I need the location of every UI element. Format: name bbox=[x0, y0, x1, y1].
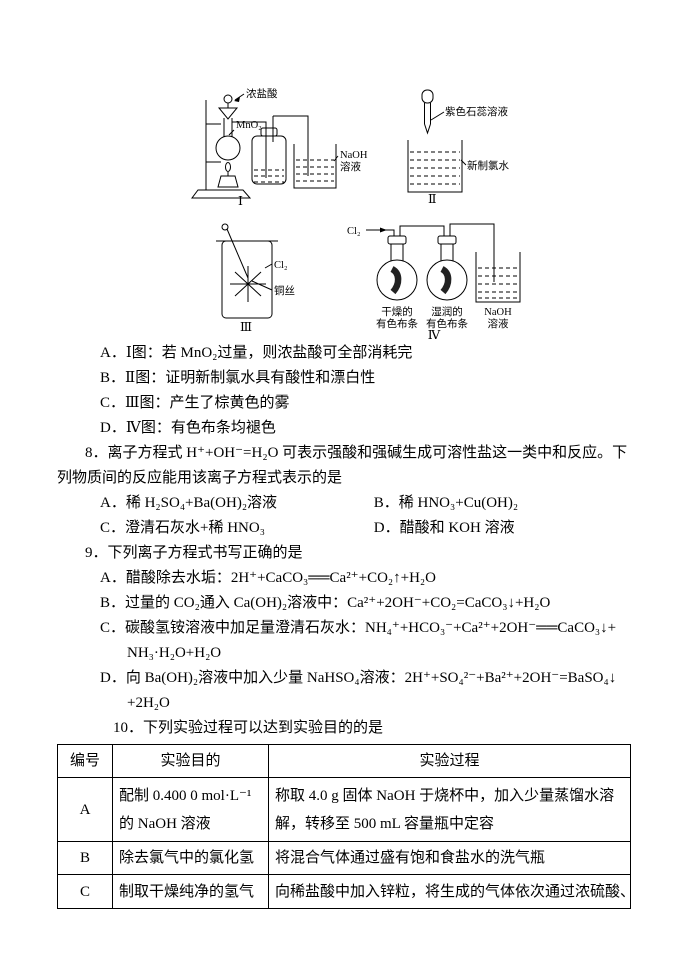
q8-option-d: D．醋酸和 KOH 溶液 bbox=[373, 520, 515, 536]
copper-wire bbox=[226, 228, 249, 279]
alcohol-lamp bbox=[217, 162, 239, 188]
q8-stem-line2: 列物质间的反应能用该离子方程式表示的是 bbox=[57, 470, 343, 486]
label-wet-cloth: 湿润的 bbox=[431, 305, 463, 318]
table-header-row: 编号 实验目的 实验过程 bbox=[57, 744, 631, 778]
spark-burst bbox=[230, 266, 266, 302]
cloth-strip bbox=[390, 266, 402, 295]
row-a-process: 称取 4.0 g 固体 NaOH 于烧杯中，加入少量蒸馏水溶解，转移至 500 … bbox=[268, 777, 631, 842]
figure-4-numeral: Ⅳ bbox=[428, 328, 441, 340]
row-a-id: A bbox=[57, 777, 113, 842]
beaker bbox=[475, 252, 521, 303]
figure-2-apparatus: 紫色石蕊溶液 新制氯水 Ⅱ bbox=[407, 89, 509, 206]
label-cl2: Cl₂ bbox=[274, 260, 288, 271]
beaker bbox=[293, 144, 337, 189]
label-naoh-2: 溶液 bbox=[488, 317, 509, 330]
row-b-id: B bbox=[57, 841, 113, 875]
label-copper-wire: 铜丝 bbox=[274, 285, 295, 297]
figure-3-numeral: Ⅲ bbox=[240, 320, 252, 334]
q7-option-d: D．Ⅳ图：有色布条均褪色 bbox=[100, 420, 276, 436]
label-naoh: NaOH bbox=[484, 307, 512, 318]
q7-option-b: B．Ⅱ图：证明新制氯水具有酸性和漂白性 bbox=[100, 370, 376, 386]
connect-tube bbox=[399, 225, 445, 236]
q7-option-c: C．Ⅲ图：产生了棕黄色的雾 bbox=[100, 395, 290, 411]
q10-stem: 10．下列实验过程可以达到实验目的的是 bbox=[113, 720, 384, 736]
label-naoh-2: 溶液 bbox=[340, 160, 361, 173]
table-row-a: A 配制 0.400 0 mol·L⁻¹的 NaOH 溶液 称取 4.0 g 固… bbox=[57, 777, 631, 842]
table-row-c: C 制取干燥纯净的氢气 向稀盐酸中加入锌粒，将生成的气体依次通过浓硫酸、 bbox=[57, 874, 631, 909]
question-text-block: A．Ⅰ图：若 MnO₂过量，则浓盐酸可全部消耗完 B．Ⅱ图：证明新制氯水具有酸性… bbox=[0, 341, 684, 741]
outlet-tube bbox=[449, 223, 495, 282]
figure-1-apparatus: 浓盐酸 MnO₂ NaOH 溶液 Ⅰ bbox=[191, 87, 368, 208]
gas-bottle-wet bbox=[426, 235, 468, 301]
iron-stand bbox=[191, 100, 252, 199]
figure-1-numeral: Ⅰ bbox=[238, 194, 243, 208]
label-cl2: Cl₂ bbox=[347, 226, 361, 237]
q7-option-a: A．Ⅰ图：若 MnO₂过量，则浓盐酸可全部消耗完 bbox=[100, 345, 413, 361]
row-c-purpose: 制取干燥纯净的氢气 bbox=[112, 874, 269, 909]
q9-option-a: A．醋酸除去水垢：2H⁺+CaCO₃══Ca²⁺+CO₂↑+H₂O bbox=[100, 570, 436, 586]
q9-stem: 9．下列离子方程式书写正确的是 bbox=[85, 545, 303, 561]
col-header-id: 编号 bbox=[57, 744, 113, 778]
dropper bbox=[421, 89, 434, 135]
round-flask bbox=[215, 118, 241, 161]
label-hcl: 浓盐酸 bbox=[246, 87, 278, 100]
cloth-strip bbox=[440, 266, 452, 295]
wire-handle bbox=[221, 223, 229, 231]
row-c-process: 向稀盐酸中加入锌粒，将生成的气体依次通过浓硫酸、 bbox=[268, 874, 631, 909]
label-chlorine-water: 新制氯水 bbox=[467, 159, 509, 172]
q9-option-d-line2: +2H₂O bbox=[127, 695, 170, 711]
q9-option-c-line1: C．碳酸氢铵溶液中加足量澄清石灰水：NH₄⁺+HCO₃⁻+Ca²⁺+2OH⁻══… bbox=[100, 620, 617, 636]
q8-options-row1: A．稀 H₂SO₄+Ba(OH)₂溶液 B．稀 HNO₃+Cu(OH)₂ bbox=[100, 491, 684, 516]
gas-washing-bottle bbox=[251, 116, 287, 185]
q8-option-c: C．澄清石灰水+稀 HNO₃ bbox=[100, 520, 265, 536]
row-a-purpose: 配制 0.400 0 mol·L⁻¹的 NaOH 溶液 bbox=[112, 777, 269, 842]
delivery-tube-2 bbox=[273, 115, 309, 176]
figure-2-numeral: Ⅱ bbox=[428, 192, 437, 206]
inlet-tube bbox=[366, 229, 395, 236]
q8-options-row2: C．澄清石灰水+稀 HNO₃ D．醋酸和 KOH 溶液 bbox=[100, 516, 684, 541]
dropping-funnel bbox=[217, 94, 239, 120]
q9-option-b: B．过量的 CO₂通入 Ca(OH)₂溶液中：Ca²⁺+2OH⁻+CO₂=CaC… bbox=[100, 595, 551, 611]
label-wet-cloth-2: 有色布条 bbox=[426, 317, 468, 330]
gas-bottle-dry bbox=[376, 235, 418, 301]
table-row-b: B 除去氯气中的氯化氢 将混合气体通过盛有饱和食盐水的洗气瓶 bbox=[57, 841, 631, 875]
arrowhead-icon bbox=[380, 227, 387, 233]
label-dry-cloth-2: 有色布条 bbox=[376, 317, 418, 330]
row-b-process: 将混合气体通过盛有饱和食盐水的洗气瓶 bbox=[268, 841, 631, 875]
delivery-tube bbox=[232, 121, 267, 178]
q8-option-b: B．稀 HNO₃+Cu(OH)₂ bbox=[373, 495, 519, 511]
q8-option-a: A．稀 H₂SO₄+Ba(OH)₂溶液 bbox=[100, 495, 278, 511]
q9-option-c-line2: NH₃·H₂O+H₂O bbox=[127, 645, 222, 661]
row-c-id: C bbox=[57, 874, 113, 909]
label-mno2: MnO₂ bbox=[236, 120, 262, 131]
row-b-purpose: 除去氯气中的氯化氢 bbox=[112, 841, 269, 875]
figure-4-apparatus: Cl₂ 干燥的 有色布条 湿润的 有色布条 bbox=[347, 223, 521, 340]
beaker bbox=[407, 140, 463, 193]
gas-jar bbox=[221, 240, 273, 319]
label-dry-cloth: 干燥的 bbox=[381, 305, 413, 318]
col-header-process: 实验过程 bbox=[268, 744, 631, 778]
q8-stem-line1: 8．离子方程式 H⁺+OH⁻=H₂O 可表示强酸和强碱生成可溶性盐这一类中和反应… bbox=[85, 445, 628, 461]
q10-table: 编号 实验目的 实验过程 A 配制 0.400 0 mol·L⁻¹的 NaOH … bbox=[57, 744, 631, 909]
arrowhead-icon bbox=[234, 97, 240, 102]
col-header-purpose: 实验目的 bbox=[112, 744, 269, 778]
label-litmus: 紫色石蕊溶液 bbox=[445, 105, 508, 118]
label-naoh: NaOH bbox=[340, 150, 368, 161]
figure-3-apparatus: Cl₂ 铜丝 Ⅲ bbox=[216, 223, 295, 334]
q9-option-d-line1: D．向 Ba(OH)₂溶液中加入少量 NaHSO₄溶液：2H⁺+SO₄²⁻+Ba… bbox=[100, 670, 617, 686]
